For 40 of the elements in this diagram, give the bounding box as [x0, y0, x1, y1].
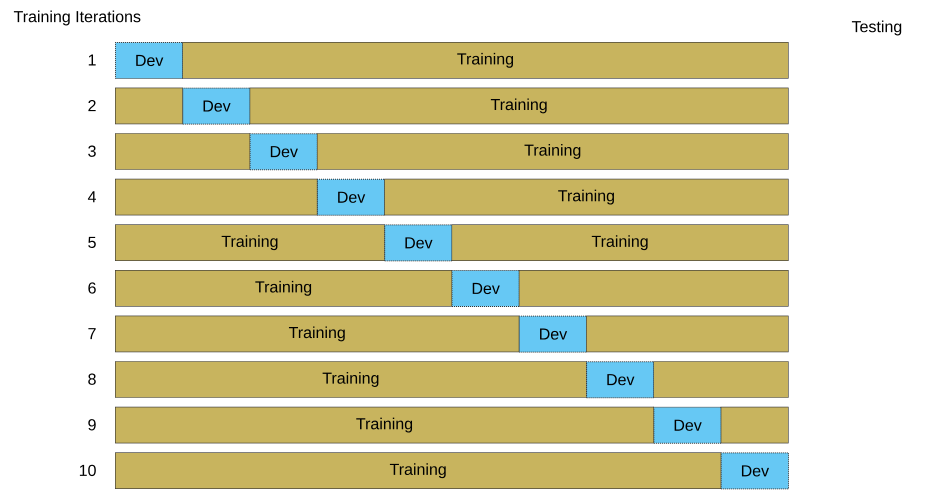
training-segment	[115, 88, 183, 124]
dev-segment: Dev	[384, 224, 452, 262]
title: Training Iterations	[14, 10, 140, 26]
training-segment: Training	[115, 406, 654, 444]
row-number: 1	[88, 54, 96, 66]
training-segment: Training	[384, 178, 789, 216]
row-number: 5	[88, 236, 96, 248]
training-segment	[720, 406, 789, 444]
training-segment: Training	[182, 42, 789, 79]
training-segment	[115, 178, 318, 216]
training-segment	[518, 270, 789, 307]
training-segment: Training	[115, 361, 587, 398]
row-number: 10	[80, 464, 96, 476]
row-number: 3	[88, 146, 96, 157]
section-label: Testing	[852, 20, 902, 36]
row-number: 9	[88, 419, 96, 430]
dev-segment: Dev	[720, 452, 789, 490]
dev-segment: Dev	[653, 406, 722, 444]
row-number: 2	[88, 100, 96, 112]
training-segment: Training	[115, 224, 385, 261]
dev-segment: Dev	[518, 316, 588, 353]
training-segment	[653, 361, 789, 398]
row-number: 4	[88, 191, 96, 202]
training-segment	[586, 316, 789, 352]
row-number: 6	[88, 282, 96, 294]
training-segment	[115, 133, 250, 170]
dev-segment: Dev	[316, 178, 386, 216]
training-segment: Training	[452, 224, 789, 261]
training-segment: Training	[115, 452, 722, 489]
row-number: 7	[88, 328, 96, 340]
dev-segment: Dev	[586, 361, 654, 398]
dev-segment: Dev	[115, 42, 184, 79]
training-segment: Training	[115, 270, 452, 307]
training-segment: Training	[316, 133, 789, 170]
dev-segment: Dev	[452, 270, 520, 307]
dev-segment: Dev	[182, 88, 251, 125]
training-segment: Training	[250, 88, 789, 124]
training-segment: Training	[115, 316, 520, 352]
row-number: 8	[88, 374, 96, 385]
dev-segment: Dev	[250, 133, 318, 170]
